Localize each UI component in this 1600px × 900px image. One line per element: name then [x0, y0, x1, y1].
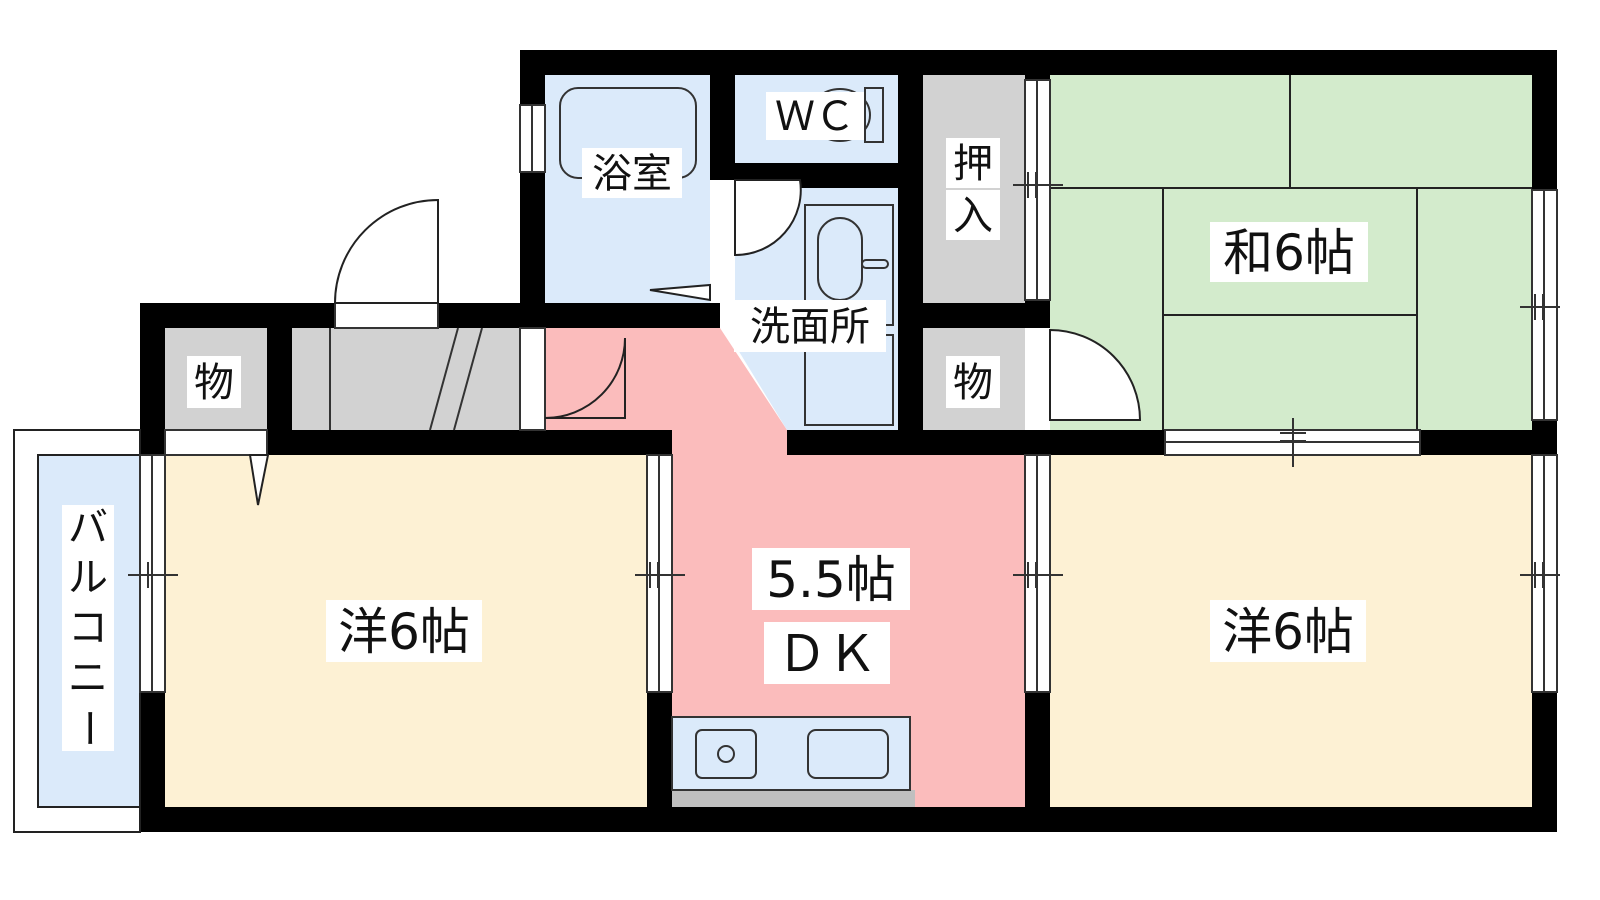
room-label-balcony-2: ル	[68, 555, 108, 601]
room-label-balcony-4: ニ	[68, 655, 108, 701]
room-label-dk-name: ＤＫ	[777, 625, 877, 683]
room-label-washitsu: 和6帖	[1223, 224, 1355, 282]
room-label-mono-right: 物	[953, 360, 993, 406]
label-backgrounds	[62, 92, 1368, 751]
walls	[140, 50, 1557, 832]
room-label-wc: ＷＣ	[775, 94, 855, 140]
doors	[248, 179, 1142, 506]
room-label-bath: 浴室	[592, 151, 672, 197]
kitchen-counter	[671, 716, 915, 807]
oshiire-fill	[923, 75, 1025, 303]
room-label-dk-size: 5.5帖	[766, 551, 896, 609]
room-label-balcony-5: ー	[65, 708, 111, 748]
windows	[128, 79, 1560, 693]
room-label-balcony-1: バ	[68, 505, 108, 551]
room-label-mono-left: 物	[194, 360, 234, 406]
room-label-youshitsu-left: 洋6帖	[338, 603, 470, 661]
entrance-fill	[292, 328, 520, 430]
room-label-senmenjo: 洗面所	[750, 304, 870, 350]
room-label-youshitsu-right: 洋6帖	[1222, 603, 1354, 661]
tatami-lines	[1050, 75, 1532, 430]
room-label-oshiire-1: 押	[953, 141, 993, 187]
room-labels: 浴室 ＷＣ 洗面所 押 入 和6帖 物 物 バ ル コ ニ ー 洋6帖 5.5帖…	[65, 94, 1355, 748]
room-label-oshiire-2: 入	[953, 193, 993, 239]
entrance-step	[329, 327, 483, 431]
room-label-balcony-3: コ	[68, 605, 108, 651]
